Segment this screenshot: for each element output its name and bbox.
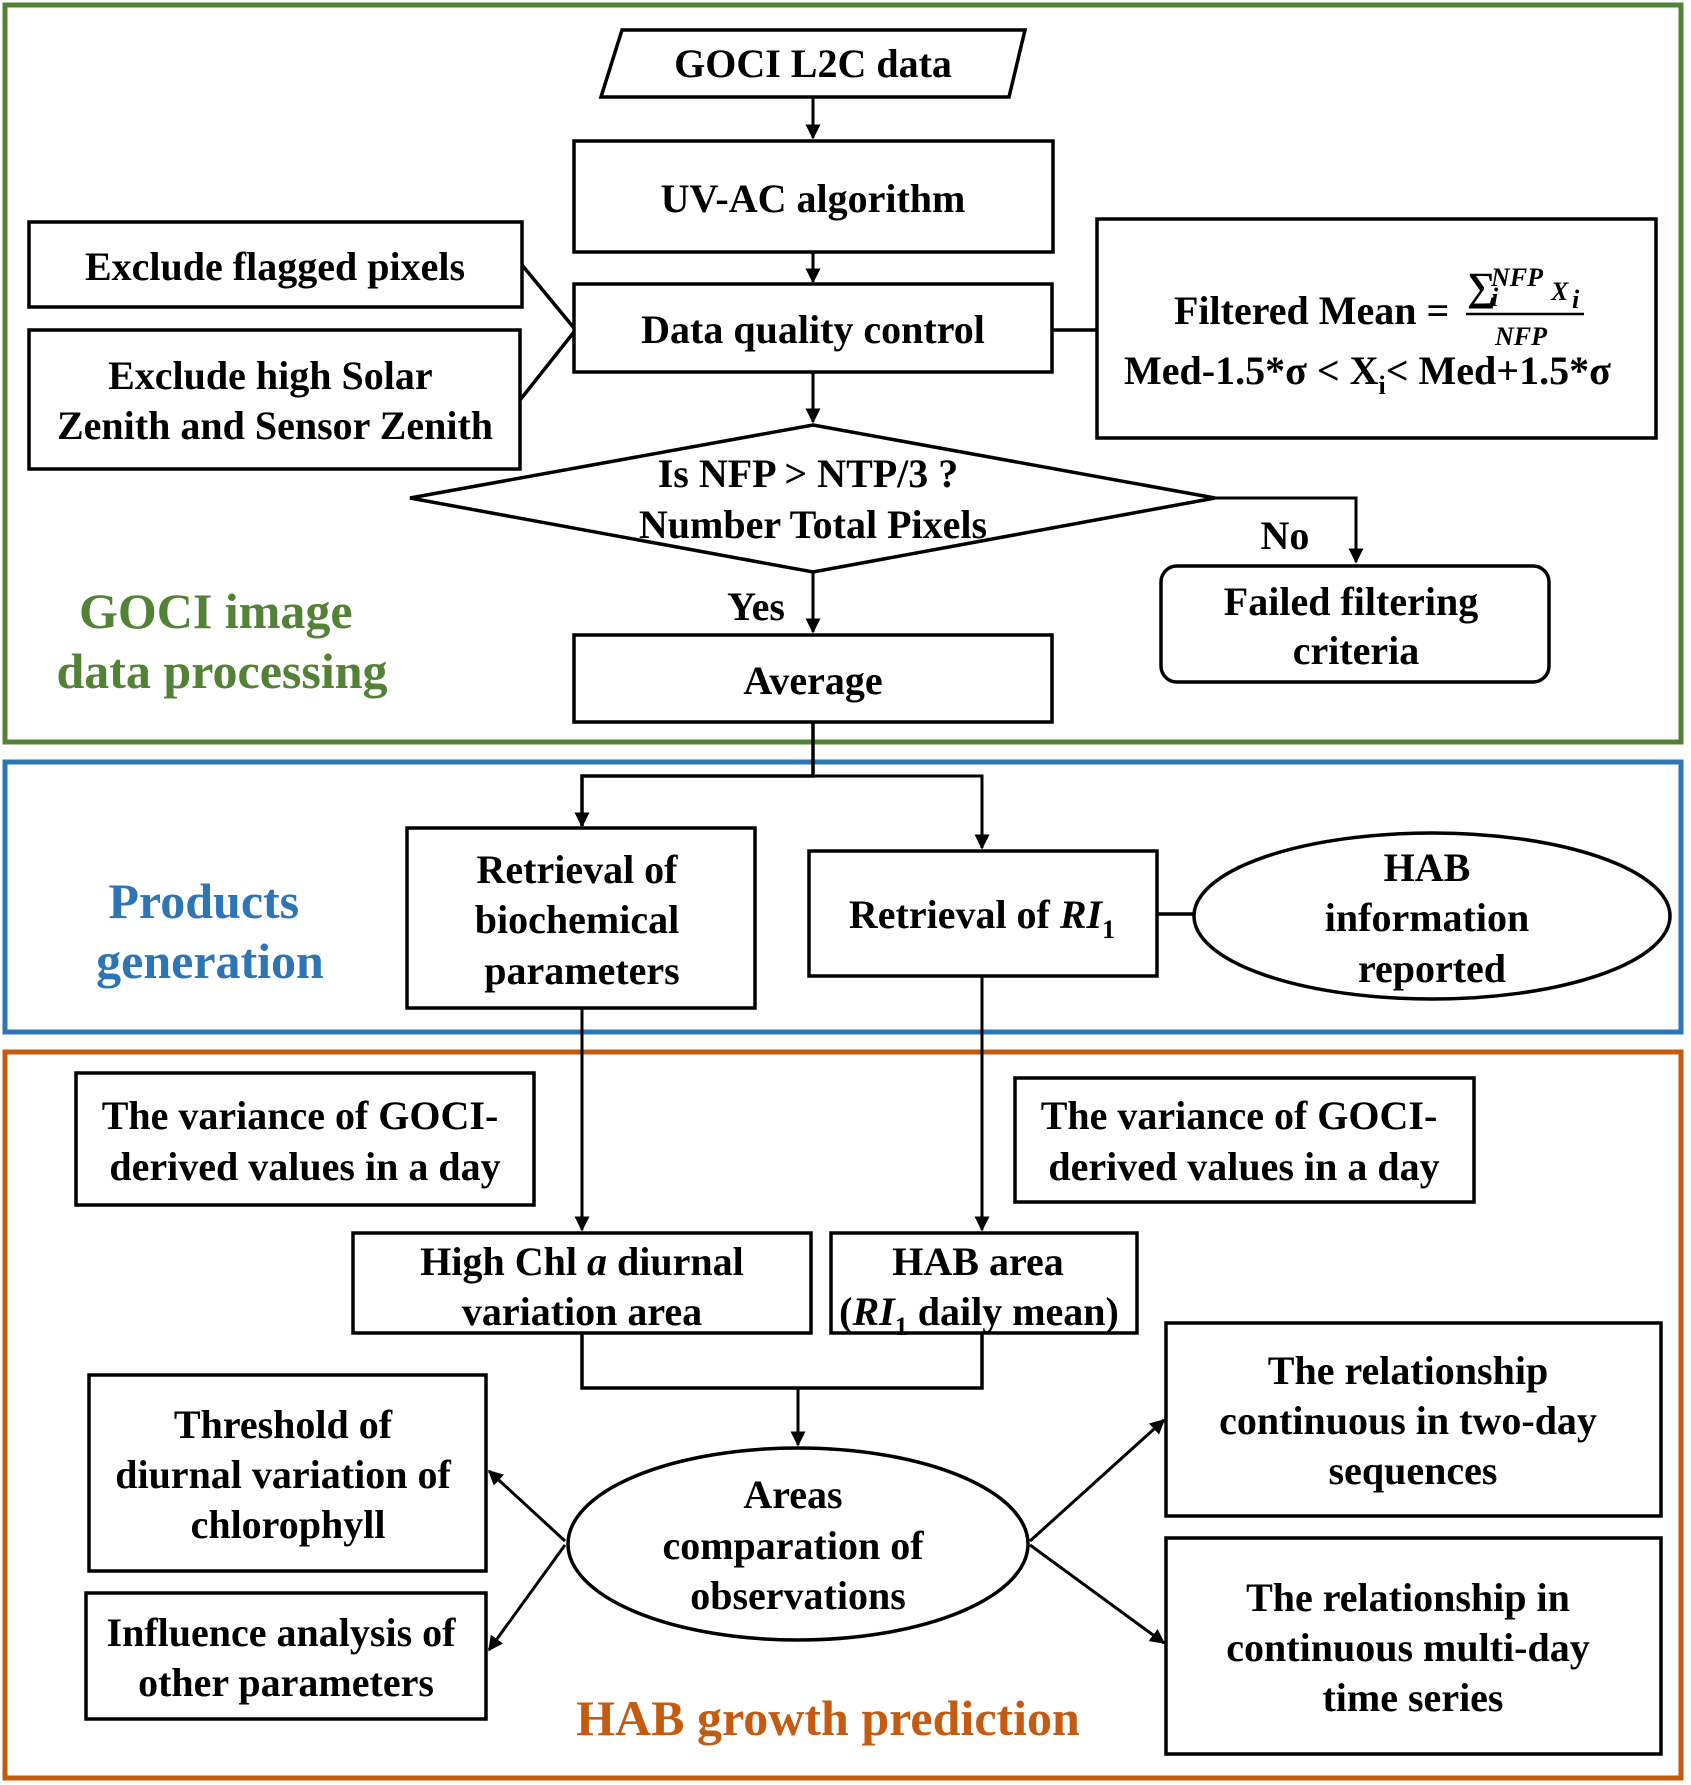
edge-decision-failed: [1215, 496, 1364, 564]
formula-sum-sup: NFP: [1490, 263, 1544, 292]
section-label-processing: GOCI image data processing: [56, 583, 387, 699]
node-rel-two-day: The relationship continuous in two-day s…: [1164, 1321, 1663, 1518]
svg-text:Exclude flagged pixels: Exclude flagged pixels: [85, 244, 465, 289]
svg-text:variation area: variation area: [462, 1289, 702, 1334]
node-hab-area: HAB area (RI1 daily mean): [829, 1231, 1139, 1341]
edge-label-yes: Yes: [727, 584, 785, 629]
node-variance-left: The variance of GOCI- derived values in …: [74, 1071, 536, 1207]
formula-sum-var: X: [1550, 277, 1569, 306]
edge-zenith-dqc: [518, 330, 576, 402]
node-areas: Areas comparation of observations: [566, 1446, 1030, 1642]
svg-text:Average: Average: [743, 658, 882, 703]
edge-average-split: [580, 722, 815, 826]
svg-text:UV-AC algorithm: UV-AC algorithm: [661, 176, 966, 221]
node-exclude-zenith: Exclude high Solar Zenith and Sensor Zen…: [27, 328, 522, 471]
svg-text:Exclude high Solar Zenit: Exclude high Solar Zenith and Sensor Zen…: [57, 353, 493, 448]
node-retrieval-ri: Retrieval of RI1: [807, 849, 1159, 978]
node-hab-info: HAB information reported: [1192, 831, 1672, 1001]
node-failed: Failed filtering criteria: [1159, 564, 1551, 684]
section-frame-processing: [2, 2, 1684, 745]
svg-text:The relationship continu: The relationship continuous in two-day s…: [1219, 1348, 1607, 1493]
formula-sum-symbol: ∑: [1467, 264, 1496, 309]
svg-text:HAB information re: HAB information reported: [1325, 845, 1539, 991]
edge-label-no: No: [1261, 513, 1310, 558]
formula-mean-label: Filtered Mean =: [1174, 288, 1449, 333]
formula-sum-sub: i: [1491, 283, 1499, 312]
node-average: Average: [572, 633, 1054, 724]
svg-text:Data quality control: Data quality control: [641, 307, 985, 352]
svg-text:The variance of GOCI- de: The variance of GOCI- derived values in …: [102, 1093, 509, 1189]
svg-text:Threshold of diurnal var: Threshold of diurnal variation of chloro…: [115, 1402, 461, 1547]
formula-range: Med-1.5*σ < Xi< Med+1.5*σ: [1124, 348, 1611, 400]
svg-text:Areas comparation of: Areas comparation of observations: [662, 1472, 933, 1618]
node-variance-right: The variance of GOCI- derived values in …: [1013, 1076, 1476, 1204]
node-rel-multi-day: The relationship in continuous multi-day…: [1164, 1536, 1663, 1756]
node-filter-formula: Filtered Mean = ∑ NFP i X i NFP Med-1.5*…: [1095, 217, 1658, 440]
node-data-quality: Data quality control: [572, 282, 1054, 374]
node-goci-l2c: GOCI L2C data: [598, 28, 1028, 99]
edge-merge: [580, 1333, 984, 1390]
svg-text:Influence analysis of ot: Influence analysis of other parameters: [107, 1610, 466, 1705]
edge-areas-influence: [487, 1544, 567, 1652]
node-high-chl: High Chl a diurnal variation area: [351, 1231, 813, 1335]
svg-text:The variance of GOCI- de: The variance of GOCI- derived values in …: [1041, 1093, 1448, 1189]
svg-text:(RI1 daily mean): (RI1 daily mean): [839, 1289, 1119, 1341]
section-frame-products: [2, 759, 1684, 1035]
node-influence: Influence analysis of other parameters: [84, 1591, 488, 1721]
node-uvac: UV-AC algorithm: [572, 139, 1055, 254]
formula-denominator: NFP: [1494, 322, 1548, 351]
section-frame-prediction: [2, 1049, 1684, 1781]
edge-areas-twoday: [1028, 1418, 1166, 1543]
node-decision: Is NFP > NTP/3 ? Number Total Pixels: [409, 423, 1216, 574]
svg-text:GOCI L2C data: GOCI L2C data: [674, 41, 952, 86]
edge-areas-multiday: [1029, 1543, 1166, 1645]
edge-flagged-dqc: [520, 263, 576, 330]
section-label-prediction: HAB growth prediction: [576, 1690, 1080, 1746]
edge-areas-threshold: [487, 1469, 567, 1543]
section-label-products: Products generation: [96, 873, 324, 989]
formula-sum-var-sub: i: [1572, 285, 1580, 314]
node-threshold: Threshold of diurnal variation of chloro…: [87, 1373, 488, 1573]
node-exclude-flagged: Exclude flagged pixels: [27, 220, 524, 309]
svg-text:Retrieval of RI1: Retrieval of RI1: [849, 892, 1115, 944]
node-retrieval-bio: Retrieval of biochemical parameters: [405, 826, 757, 1010]
svg-text:Retrieval of biochemical: Retrieval of biochemical parameters: [475, 847, 689, 993]
svg-text:Failed filtering criteri: Failed filtering criteria: [1224, 579, 1488, 673]
svg-text:High Chl a diurnal: High Chl a diurnal: [420, 1239, 743, 1284]
edge-average-ri: [813, 774, 990, 850]
svg-text:HAB area: HAB area: [892, 1239, 1063, 1284]
svg-text:The relationship in cont: The relationship in continuous multi-day…: [1226, 1575, 1599, 1720]
svg-text:Is NFP > NTP/3 ? Number: Is NFP > NTP/3 ? Number Total Pixels: [639, 451, 987, 547]
